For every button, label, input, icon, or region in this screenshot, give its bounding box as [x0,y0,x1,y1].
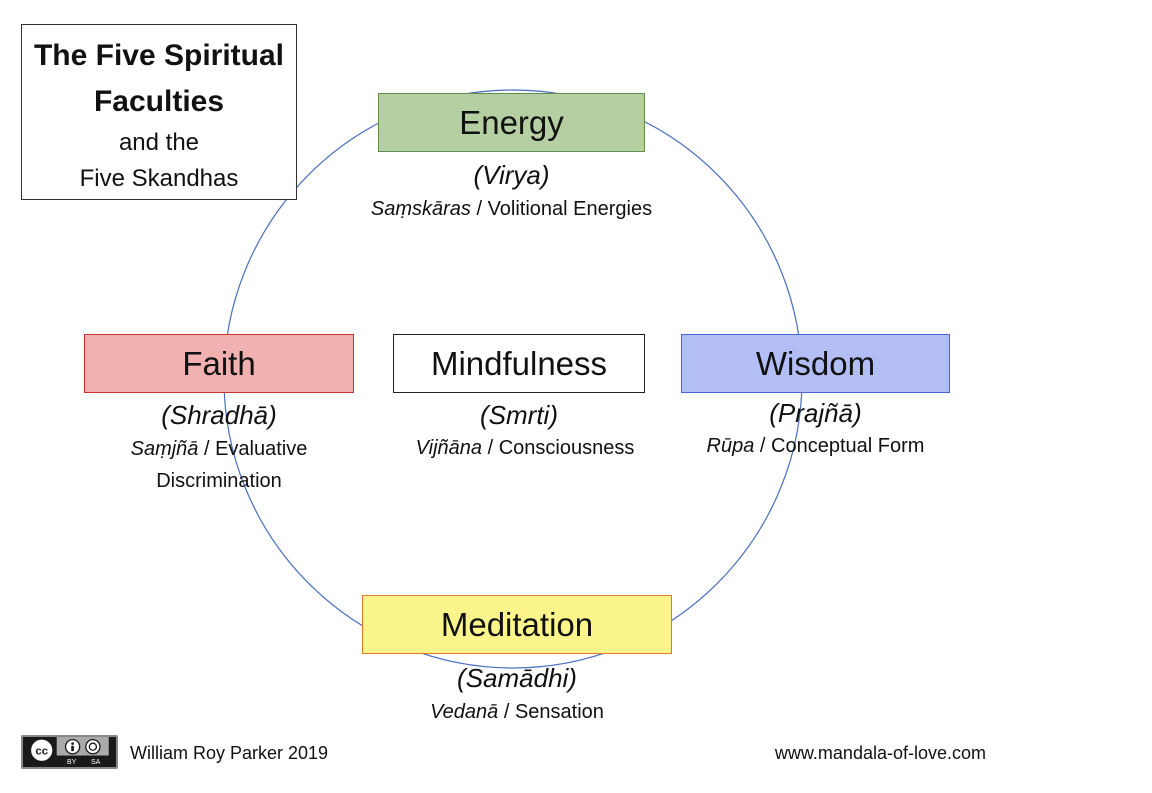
wisdom-box: Wisdom [681,334,950,393]
meditation-skandha-english: Sensation [514,701,604,723]
meditation-skandha-sanskrit: Vedanā [430,701,499,723]
meditation-sanskrit: (Samādhi) [457,663,577,693]
wisdom-label: Wisdom [755,344,876,382]
wisdom-skandha-english: Conceptual Form [771,435,925,457]
mindfulness-box: Mindfulness [393,334,645,393]
mindfulness-skandha-separator: / [482,437,499,459]
faith-skandha-english: Evaluative [215,438,308,460]
cc-license-badge: cc BY SA [21,735,118,769]
cc-by-label: BY [67,759,77,766]
title-box: The Five Spiritual Faculties and the Fiv… [21,24,297,200]
energy-label: Energy [459,103,564,141]
faith-skandha: Saṃjñā / Evaluative Discrimination [84,433,354,497]
energy-skandha-separator: / [470,198,488,220]
title-line-3: and the [118,129,200,156]
mindfulness-skandha-english: Consciousness [498,437,635,459]
faith-skandha-separator: / [198,438,216,460]
title-line-1: The Five Spiritual [33,39,285,72]
title-line-2: Faculties [93,85,225,118]
faith-label: Faith [182,344,256,382]
mindfulness-skandha-sanskrit: Vijñāna [415,437,483,459]
meditation-label: Meditation [440,605,594,643]
website-link[interactable]: www.mandala-of-love.com [774,743,986,763]
wisdom-sanskrit: (Prajñā) [769,398,862,428]
mindfulness-skandha: Vijñāna / Consciousness [380,432,670,464]
faith-box: Faith [84,334,354,393]
energy-box: Energy [378,93,645,152]
mindfulness-label: Mindfulness [430,344,608,382]
meditation-skandha-separator: / [498,701,515,723]
energy-skandha-sanskrit: Saṃskāras [370,198,471,220]
faith-skandha-sanskrit: Saṃjñā [130,438,199,460]
creative-commons-by-sa-icon: cc [26,737,109,764]
energy-skandha: Saṃskāras / Volitional Energies [330,193,693,225]
svg-text:cc: cc [35,746,48,758]
meditation-skandha: Vedanā / Sensation [362,696,672,728]
meditation-box: Meditation [362,595,672,654]
faith-skandha-english-2: Discrimination [156,470,282,492]
wisdom-skandha-separator: / [754,435,772,457]
wisdom-skandha: Rūpa / Conceptual Form [681,430,950,462]
wisdom-skandha-sanskrit: Rūpa [706,435,755,457]
cc-sa-label: SA [91,759,101,766]
energy-sanskrit: (Virya) [473,160,550,190]
author-credit: William Roy Parker 2019 [130,743,329,763]
title-line-4: Five Skandhas [79,165,239,192]
faith-sanskrit: (Shradhā) [161,400,277,430]
mindfulness-sanskrit: (Smrti) [480,400,558,430]
energy-skandha-english: Volitional Energies [487,198,653,220]
